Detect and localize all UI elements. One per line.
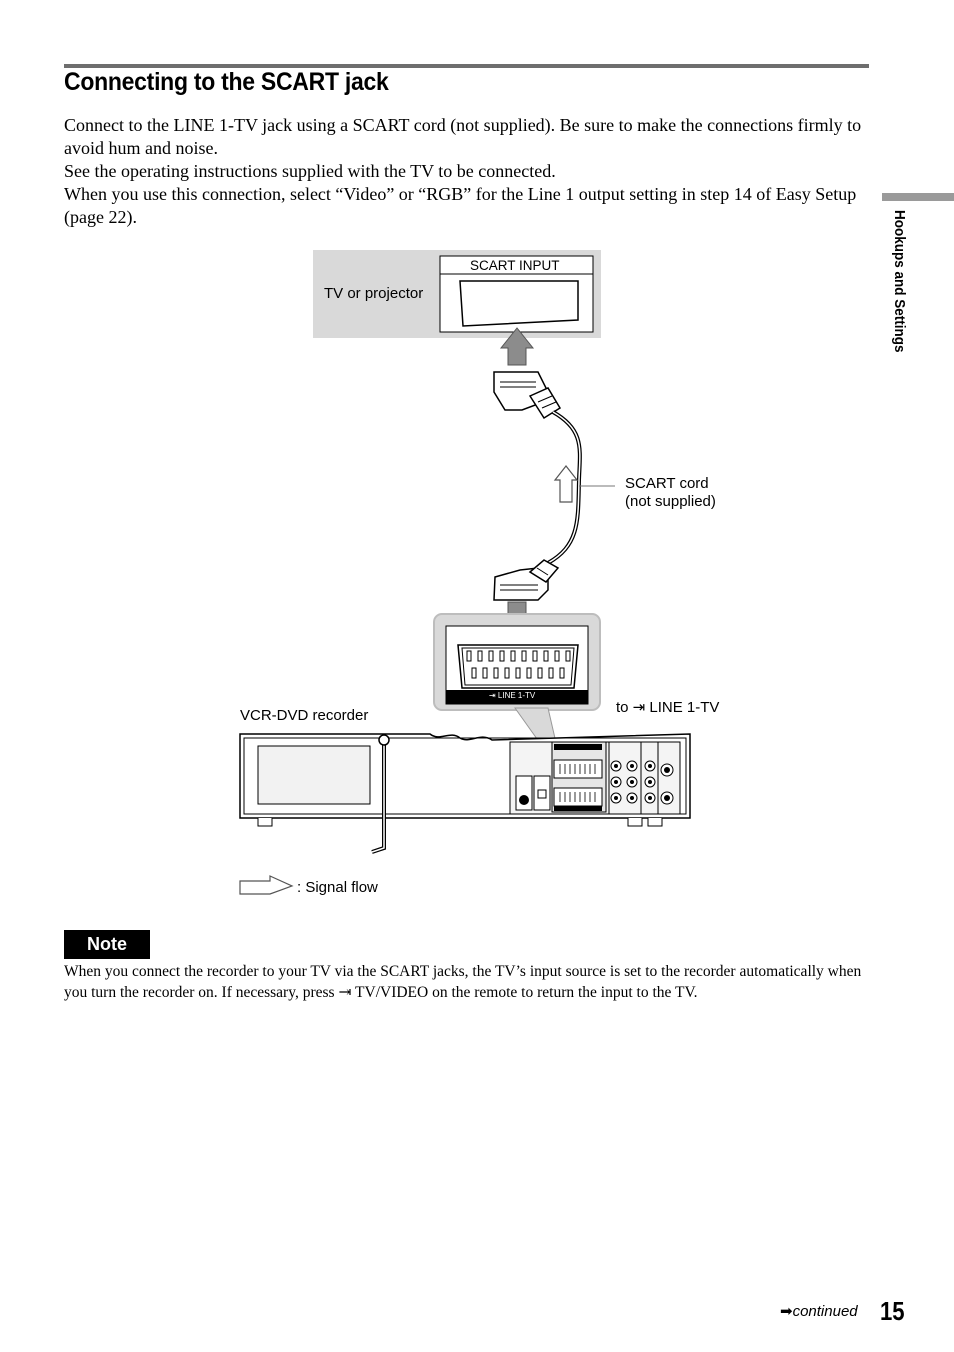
jack-inset-label: ⇥ LINE 1-TV <box>489 691 536 700</box>
side-tab-label: Hookups and Settings <box>891 210 908 353</box>
legend-signal-flow-icon <box>239 875 294 895</box>
intro-paragraph: Connect to the LINE 1-TV jack using a SC… <box>64 115 862 158</box>
vcr-dvd-recorder-rear-icon <box>239 733 691 827</box>
signal-flow-arrow-icon <box>553 465 579 503</box>
page-number: 15 <box>880 1296 905 1326</box>
upper-scart-plug-icon <box>493 371 562 420</box>
output-setting-paragraph: When you use this connection, select “Vi… <box>64 184 857 227</box>
note-text: When you connect the recorder to your TV… <box>64 963 862 1001</box>
legend-label: : Signal flow <box>297 879 378 896</box>
jack-label: to ⇥ LINE 1-TV <box>616 699 720 716</box>
tv-label: TV or projector <box>324 285 424 302</box>
side-tab-bar <box>882 193 954 201</box>
tv-instructions-paragraph: See the operating instructions supplied … <box>64 161 556 181</box>
section-heading: Connecting to the SCART jack <box>64 68 389 96</box>
note-badge: Note <box>64 930 150 959</box>
scart-input-socket-icon <box>459 280 579 327</box>
scart-input-label: SCART INPUT <box>470 258 560 273</box>
lower-scart-plug-icon <box>493 559 560 601</box>
recorder-label: VCR-DVD recorder <box>240 707 369 724</box>
cord-label-line2: (not supplied) <box>625 493 716 510</box>
line1-tv-socket-icon <box>457 644 579 689</box>
top-rule <box>64 64 869 68</box>
signal-arrow-to-tv-icon <box>499 327 535 366</box>
cord-label-line1: SCART cord <box>625 475 709 492</box>
continued-label: ➡continued <box>780 1303 858 1320</box>
